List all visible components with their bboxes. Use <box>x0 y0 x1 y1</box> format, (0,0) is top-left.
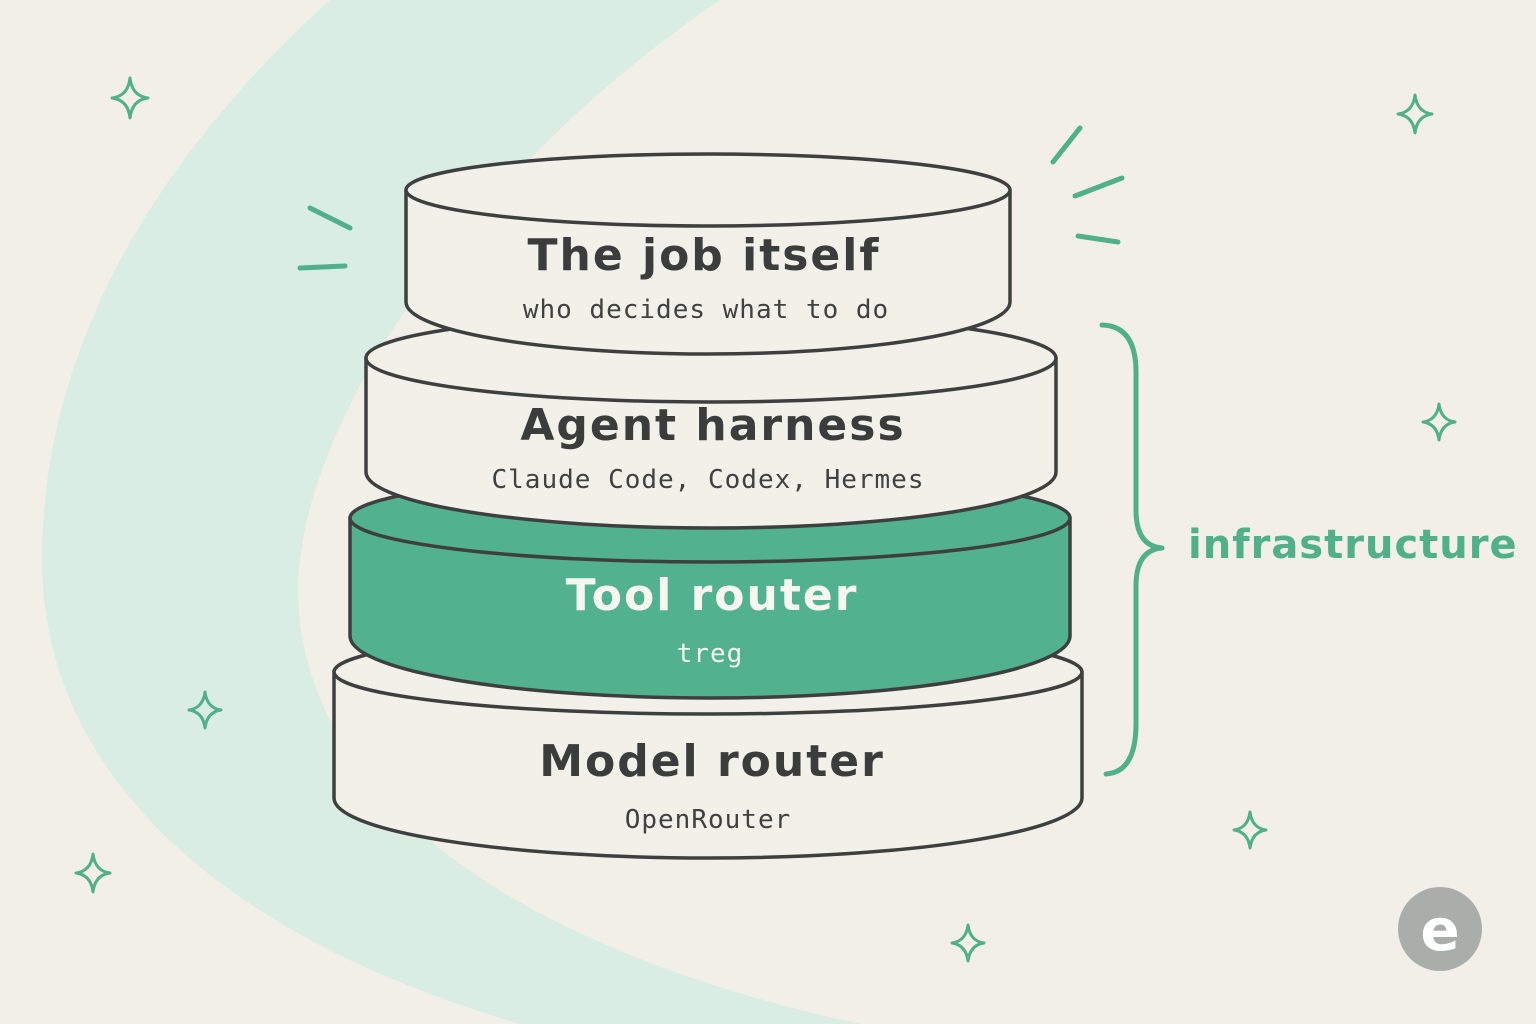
infrastructure-brace <box>1099 322 1165 777</box>
layer-subtitle: who decides what to do <box>523 295 889 325</box>
sparkle-icon <box>1421 402 1457 442</box>
sparkle-icon <box>1232 810 1268 850</box>
sparkle-icon <box>1396 93 1434 135</box>
layer-title: Model router <box>539 736 885 787</box>
layer-title: The job itself <box>528 230 881 281</box>
layer-body <box>332 670 1084 860</box>
layer-body <box>364 356 1058 530</box>
sparkle-icon <box>74 852 112 894</box>
layer-top <box>404 152 1012 228</box>
emphasis-marks <box>297 125 1125 271</box>
sparkle-icon <box>950 923 986 963</box>
sparkle-icon <box>187 690 223 730</box>
layer-subtitle: OpenRouter <box>625 805 792 835</box>
background-swoosh <box>42 0 860 1024</box>
emphasis-dash <box>297 263 348 271</box>
sparkle-icon <box>110 76 150 120</box>
emphasis-dash <box>1072 175 1125 199</box>
emphasis-dash <box>1075 233 1121 245</box>
layer-subtitle: Claude Code, Codex, Hermes <box>492 465 925 495</box>
emphasis-dash <box>1050 125 1083 165</box>
infrastructure-label: infrastructure <box>1188 522 1518 568</box>
layer-title: Tool router <box>566 570 859 621</box>
brand-logo: e <box>1398 887 1482 971</box>
sparkles <box>74 76 1457 963</box>
layer-body <box>404 188 1012 356</box>
logo-letter: e <box>1420 896 1459 964</box>
layer-the-job-itself: The job itself who decides what to do <box>404 152 1012 356</box>
layer-subtitle: treg <box>677 639 744 669</box>
layer-title: Agent harness <box>520 400 905 451</box>
layer-body <box>348 516 1072 700</box>
emphasis-dash <box>307 205 353 231</box>
logo-circle <box>1398 887 1482 971</box>
